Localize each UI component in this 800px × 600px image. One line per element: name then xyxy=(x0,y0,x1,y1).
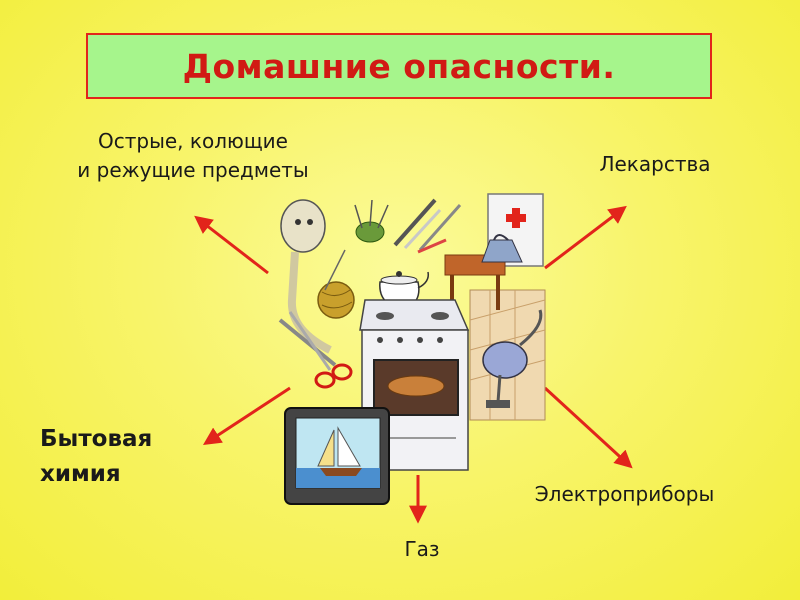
arrow-to-medicines xyxy=(545,208,624,268)
arrow-to-electrical xyxy=(545,388,630,466)
arrow-to-sharp-objects xyxy=(197,218,268,273)
arrow-to-chemicals xyxy=(206,388,290,443)
scissors-icon xyxy=(280,312,351,387)
television-icon xyxy=(285,408,389,504)
knives-icon xyxy=(395,200,460,252)
hazards-collage xyxy=(280,194,545,504)
pincushion-icon xyxy=(355,200,388,242)
yarn-ball-icon xyxy=(318,250,354,318)
